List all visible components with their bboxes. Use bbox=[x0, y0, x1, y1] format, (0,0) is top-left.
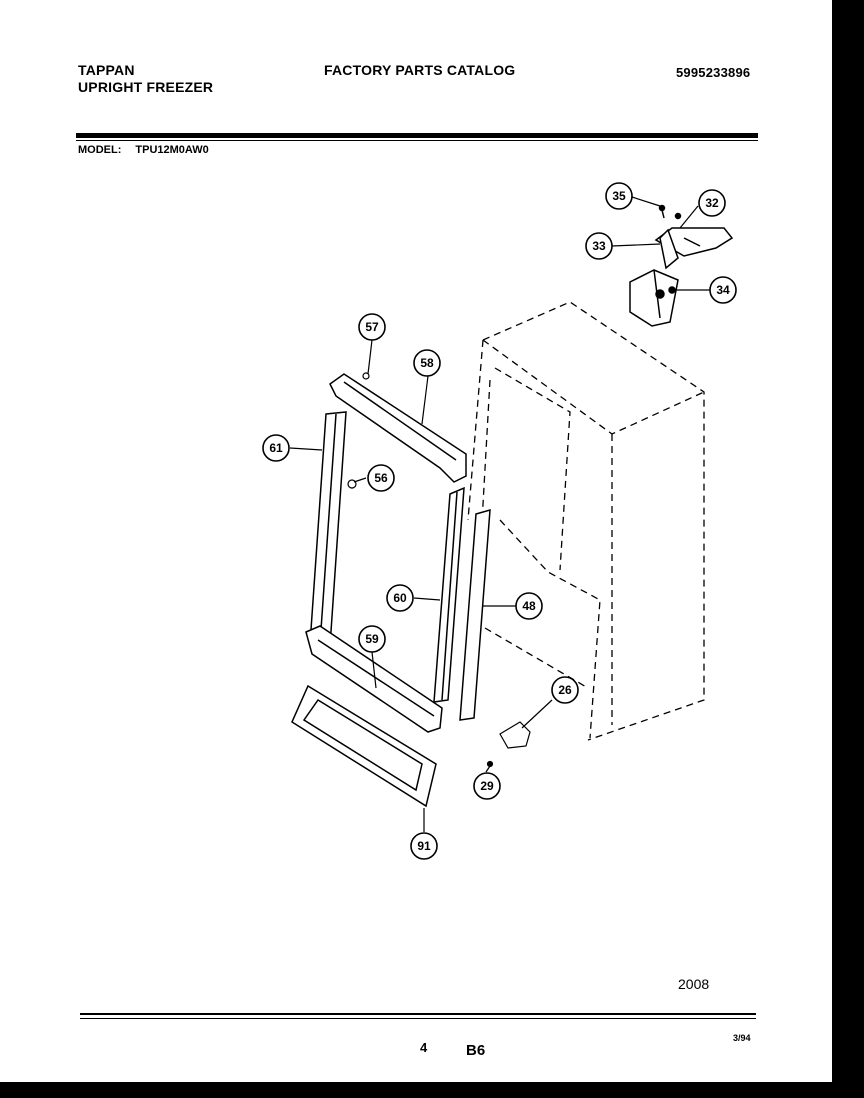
model-label: MODEL: bbox=[78, 144, 122, 156]
callout-60: 60 bbox=[386, 584, 414, 612]
callout-58: 58 bbox=[413, 349, 441, 377]
top-hinge-assembly bbox=[629, 204, 734, 327]
svg-text:91: 91 bbox=[417, 839, 431, 853]
callout-59: 59 bbox=[358, 625, 386, 653]
callout-48: 48 bbox=[515, 592, 543, 620]
gasket-left bbox=[309, 411, 347, 647]
gasket-top bbox=[329, 373, 467, 483]
catalog-number: 5995233896 bbox=[676, 65, 751, 80]
svg-text:35: 35 bbox=[612, 189, 626, 203]
svg-text:61: 61 bbox=[269, 441, 283, 455]
svg-text:32: 32 bbox=[705, 196, 719, 210]
scan-border-right bbox=[832, 0, 864, 1098]
callout-34: 34 bbox=[709, 276, 737, 304]
section-code: B6 bbox=[466, 1042, 486, 1059]
svg-text:29: 29 bbox=[480, 779, 494, 793]
callout-61: 61 bbox=[262, 434, 290, 462]
cabinet-outline bbox=[467, 301, 705, 741]
model-number: TPU12M0AW0 bbox=[135, 144, 209, 156]
callout-56: 56 bbox=[367, 464, 395, 492]
callout-29: 29 bbox=[473, 772, 501, 800]
svg-text:48: 48 bbox=[522, 599, 536, 613]
header-rule bbox=[76, 133, 758, 138]
svg-text:26: 26 bbox=[558, 683, 572, 697]
revision-date: 3/94 bbox=[733, 1033, 751, 1043]
gasket-right bbox=[433, 486, 465, 703]
door-panel bbox=[291, 684, 437, 808]
svg-text:56: 56 bbox=[374, 471, 388, 485]
footer-rule bbox=[80, 1013, 756, 1015]
callout-26: 26 bbox=[551, 676, 579, 704]
product-type: UPRIGHT FREEZER bbox=[78, 79, 214, 95]
footer-rule-thin bbox=[80, 1018, 756, 1019]
callout-32: 32 bbox=[698, 189, 726, 217]
svg-text:60: 60 bbox=[393, 591, 407, 605]
svg-text:34: 34 bbox=[716, 283, 730, 297]
callout-91: 91 bbox=[410, 832, 438, 860]
brand-name: TAPPAN bbox=[78, 62, 135, 78]
callout-57: 57 bbox=[358, 313, 386, 341]
callout-35: 35 bbox=[605, 182, 633, 210]
catalog-title: FACTORY PARTS CATALOG bbox=[324, 62, 516, 78]
svg-text:33: 33 bbox=[592, 239, 606, 253]
svg-text:58: 58 bbox=[420, 356, 434, 370]
brand-block: TAPPAN UPRIGHT FREEZER bbox=[78, 62, 213, 96]
header-rule-thin bbox=[76, 140, 758, 141]
callout-33: 33 bbox=[585, 232, 613, 260]
scan-border-bottom bbox=[0, 1082, 864, 1098]
svg-text:57: 57 bbox=[365, 320, 379, 334]
page-number: 4 bbox=[420, 1040, 428, 1055]
leader-lines bbox=[289, 196, 710, 832]
figure-code: 2008 bbox=[678, 976, 710, 992]
gasket-bottom bbox=[305, 625, 443, 733]
svg-text:59: 59 bbox=[365, 632, 379, 646]
model-line: MODEL: TPU12M0AW0 bbox=[78, 144, 209, 156]
door-strip bbox=[459, 508, 491, 721]
